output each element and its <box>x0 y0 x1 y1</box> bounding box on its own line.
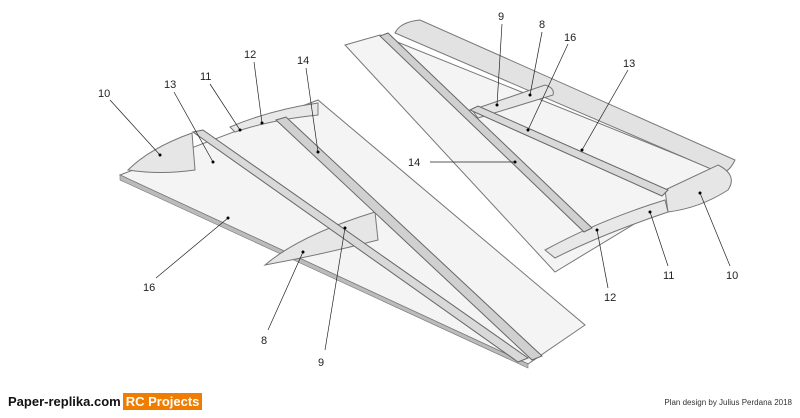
callout-label: 9 <box>318 357 324 369</box>
callout-label: 11 <box>200 71 211 83</box>
callout-label: 10 <box>726 270 738 282</box>
callout-label: 14 <box>297 55 309 67</box>
callout-label: 14 <box>408 157 420 169</box>
callout-label: 16 <box>564 32 576 44</box>
left-wing-callouts: 10 13 11 12 14 16 8 9 <box>98 49 347 369</box>
callout-label: 16 <box>143 282 155 294</box>
callout-label: 8 <box>261 335 267 347</box>
callout-label: 13 <box>164 79 176 91</box>
left-spar-13 <box>191 129 530 363</box>
design-credit: Plan design by Julius Perdana 2018 <box>664 398 792 407</box>
callout-label: 9 <box>498 11 504 23</box>
right-spar-13 <box>468 105 669 197</box>
site-name: Paper-replika.com <box>8 394 121 409</box>
right-spar-14 <box>379 32 593 233</box>
left-rib-10 <box>126 132 196 173</box>
rc-projects-badge: RC Projects <box>122 393 203 410</box>
callout-label: 13 <box>623 58 635 70</box>
right-rib-8 <box>471 84 554 119</box>
right-rib-10 <box>664 164 732 213</box>
left-spar-14 <box>275 116 543 361</box>
callout-label: 11 <box>663 270 674 282</box>
callout-label: 8 <box>539 19 545 31</box>
callout-label: 12 <box>604 292 616 304</box>
right-wing-callouts: 9 8 16 13 14 12 11 10 <box>408 11 738 304</box>
footer-brand: Paper-replika.com RC Projects <box>8 393 203 410</box>
callout-label: 12 <box>244 49 256 61</box>
callout-label: 10 <box>98 88 110 100</box>
right-wing <box>344 19 736 273</box>
